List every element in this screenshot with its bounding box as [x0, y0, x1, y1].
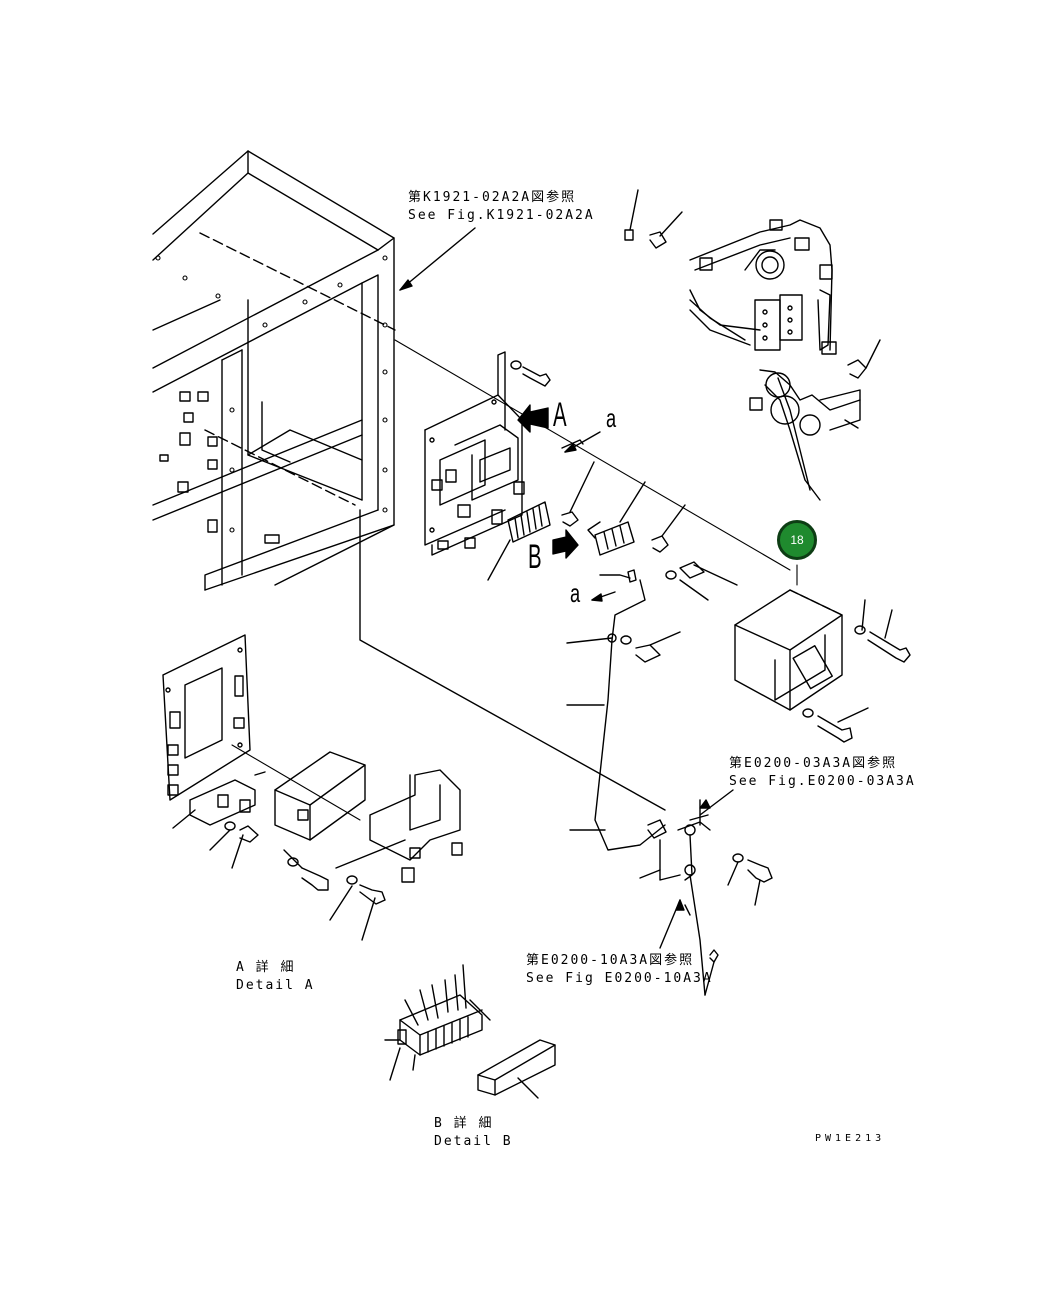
ref-e0200-10-jp: 第E0200-10A3A図参照 [526, 953, 695, 968]
ref-k1921-jp: 第K1921-02A2A図参照 [408, 190, 577, 205]
harness-leader-line [359, 509, 666, 811]
ref-e0200-03-jp: 第E0200-03A3A図参照 [729, 756, 898, 771]
harness-main [566, 579, 681, 851]
controller-mount-plate [424, 351, 551, 556]
mark-a-lower: a [570, 578, 581, 608]
bolt-upper [510, 360, 551, 387]
view-b-arrow [552, 529, 579, 559]
lower-harness [569, 799, 773, 996]
drawing-code: PW1E213 [815, 1133, 886, 1144]
detail-a-en: Detail A [236, 978, 315, 993]
ref-leader-k1921 [399, 227, 476, 291]
controller-box [734, 564, 843, 711]
washer-bolt-upper-right [854, 599, 911, 663]
detail-b-jp: B 詳 細 [434, 1116, 494, 1131]
wire-clip-upper [599, 561, 738, 601]
view-a-arrow [517, 404, 549, 433]
bolt-right [651, 504, 686, 553]
detail-b-en: Detail B [434, 1134, 513, 1149]
upper-right-harness [624, 189, 881, 501]
ref-k1921-en: See Fig.K1921-02A2A [408, 208, 595, 223]
bolt-mid [561, 461, 595, 527]
mark-a-upper: a [606, 403, 617, 433]
detail-a-jp: A 詳 細 [236, 960, 296, 975]
callout-18[interactable]: 18 [777, 520, 817, 560]
washer-bolt-lower-right [802, 707, 869, 743]
connector-plug [587, 481, 646, 556]
ref-e0200-03-en: See Fig.E0200-03A3A [729, 774, 916, 789]
view-b-label: B [528, 538, 542, 576]
ref-e0200-10-en: See Fig E0200-10A3A [526, 971, 713, 986]
detail-b-assembly [384, 964, 556, 1099]
detail-a-assembly [162, 634, 463, 941]
cab-frame [152, 150, 396, 591]
view-a-label: A [553, 396, 567, 434]
